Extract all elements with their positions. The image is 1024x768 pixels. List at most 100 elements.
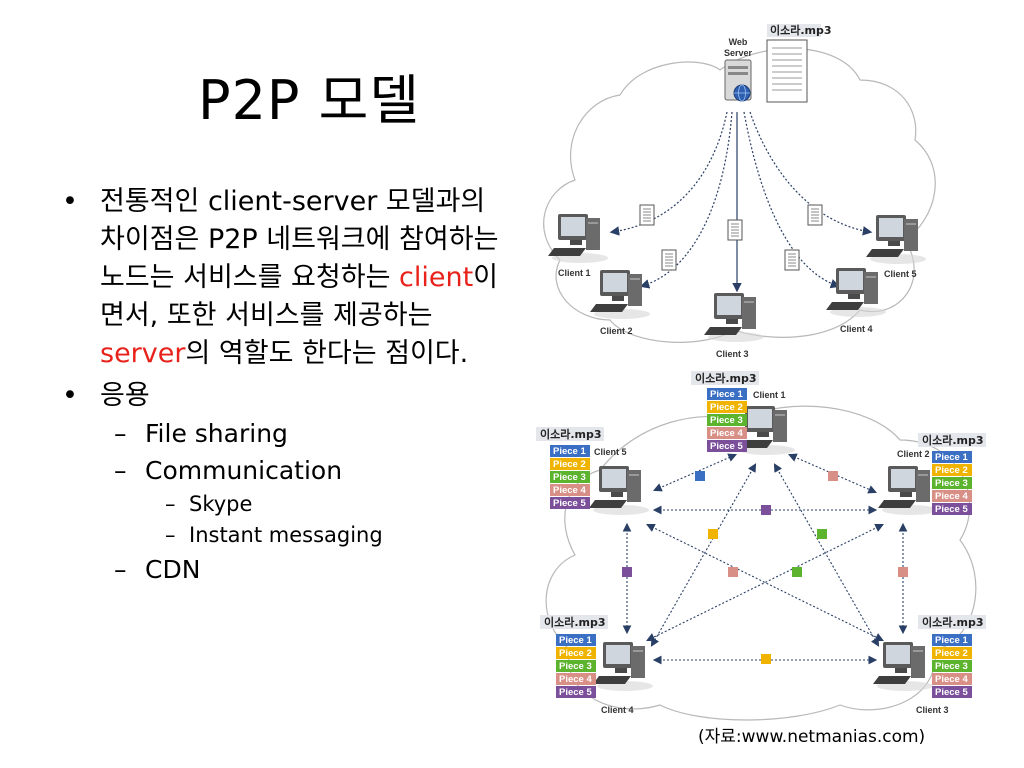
piece-4-tile xyxy=(556,673,596,685)
piece-5-tile xyxy=(932,686,972,698)
client-label: Client 4 xyxy=(601,705,634,715)
piece-2-tile xyxy=(932,464,972,476)
piece-3-label: Piece 3 xyxy=(710,415,743,426)
piece-3-label: Piece 3 xyxy=(553,472,586,483)
piece-stack: Piece 1 Piece 2 Piece 3 Piece 4 Piece 5 xyxy=(556,634,596,698)
piece-stack: Piece 1 Piece 2 Piece 3 Piece 4 Piece 5 xyxy=(932,451,972,515)
piece-1-tile xyxy=(707,388,747,400)
download-arrows xyxy=(609,111,873,289)
piece-3-tile xyxy=(556,660,596,672)
piece-4-label: Piece 4 xyxy=(710,428,743,439)
file-name-tag xyxy=(691,371,759,385)
file-name-tag xyxy=(918,433,986,447)
piece-1-tile xyxy=(556,634,596,646)
piece-2-tile xyxy=(707,401,747,413)
file-name: 이소라.mp3 xyxy=(695,371,757,385)
piece-1-tile xyxy=(932,451,972,463)
piece-3-tile xyxy=(932,477,972,489)
piece-1-label: Piece 1 xyxy=(710,389,743,400)
server-label: Server xyxy=(724,48,753,58)
file-name: 이소라.mp3 xyxy=(540,427,602,441)
piece-4-label: Piece 4 xyxy=(553,485,586,496)
piece-1-tile xyxy=(550,445,590,457)
document-icon xyxy=(807,204,823,226)
piece-square xyxy=(761,505,771,515)
computer-icon xyxy=(548,214,608,263)
web-server-icon xyxy=(724,59,752,102)
document-icon xyxy=(661,249,677,271)
piece-5-label: Piece 5 xyxy=(710,441,743,452)
file-name: 이소라.mp3 xyxy=(770,23,832,37)
piece-2-label: Piece 2 xyxy=(710,402,743,413)
computer-icon xyxy=(826,268,886,317)
p2p-diagram: Client 1 Client 2 Client 3 Client 4 Clie… xyxy=(536,371,986,721)
computer-icon xyxy=(878,466,938,515)
bullet-list: • 전통적인 client-server 모델과의 차이점은 P2P 네트워크에… xyxy=(62,183,502,588)
piece-5-tile xyxy=(556,686,596,698)
piece-stack: Piece 1 Piece 2 Piece 3 Piece 4 Piece 5 xyxy=(932,634,972,698)
piece-1-label: Piece 1 xyxy=(553,446,586,457)
client-label: Client 5 xyxy=(594,447,627,457)
piece-1-label: Piece 1 xyxy=(935,635,968,646)
file-name: 이소라.mp3 xyxy=(922,433,984,447)
computer-icon xyxy=(704,293,764,342)
piece-square xyxy=(817,529,827,539)
piece-stack: Piece 1 Piece 2 Piece 3 Piece 4 Piece 5 xyxy=(707,388,747,452)
computer-icon xyxy=(873,642,933,691)
piece-4-tile xyxy=(932,490,972,502)
document-icon xyxy=(766,39,808,103)
p2p-links xyxy=(622,453,908,665)
dash-icon: – xyxy=(114,555,127,584)
file-name-tag xyxy=(536,427,604,441)
bullet-dot-icon: • xyxy=(62,380,78,411)
piece-3-tile xyxy=(550,471,590,483)
sub-sub-item-skype: –Skype xyxy=(62,489,502,520)
piece-5-label: Piece 5 xyxy=(559,687,592,698)
piece-5-tile xyxy=(932,503,972,515)
client-label: Client 2 xyxy=(600,326,633,336)
piece-2-tile xyxy=(550,458,590,470)
computer-icon xyxy=(590,270,650,319)
piece-2-label: Piece 2 xyxy=(553,459,586,470)
file-name: 이소라.mp3 xyxy=(922,615,984,629)
bullet-text: 전통적인 client-server 모델과의 차이점은 P2P 네트워크에 참… xyxy=(100,186,499,293)
piece-2-tile xyxy=(932,647,972,659)
file-name-tag xyxy=(540,615,608,629)
sub-item-cdn: –CDN xyxy=(62,551,502,588)
highlight-server: server xyxy=(100,338,186,369)
piece-2-label: Piece 2 xyxy=(935,465,968,476)
piece-4-label: Piece 4 xyxy=(935,491,968,502)
bullet-label: 응용 xyxy=(100,380,150,411)
piece-square xyxy=(792,567,802,577)
piece-3-tile xyxy=(932,660,972,672)
sub-sub-item-instant-messaging: –Instant messaging xyxy=(62,520,502,551)
bullet-text: 이면서, 또한 서비스를 제공하는 xyxy=(100,262,499,331)
piece-5-label: Piece 5 xyxy=(553,498,586,509)
piece-3-label: Piece 3 xyxy=(935,661,968,672)
computer-icon xyxy=(589,466,649,515)
piece-stack: Piece 1 Piece 2 Piece 3 Piece 4 Piece 5 xyxy=(550,445,590,509)
bullet-item-applications: • 응용 xyxy=(62,377,502,415)
file-name-tag xyxy=(918,615,986,629)
piece-2-tile xyxy=(556,647,596,659)
dash-icon: – xyxy=(114,456,127,485)
client-label: Client 1 xyxy=(558,268,591,278)
piece-square xyxy=(622,567,632,577)
piece-2-label: Piece 2 xyxy=(935,648,968,659)
source-credit: (자료:www.netmanias.com) xyxy=(698,727,926,747)
document-icon xyxy=(639,204,655,226)
sub-item-communication: –Communication xyxy=(62,452,502,489)
piece-2-label: Piece 2 xyxy=(559,648,592,659)
dash-icon: – xyxy=(165,523,176,547)
client-label: Client 3 xyxy=(716,349,749,359)
piece-square xyxy=(708,529,718,539)
sub-item-file-sharing: –File sharing xyxy=(62,415,502,452)
piece-3-label: Piece 3 xyxy=(559,661,592,672)
dash-icon: – xyxy=(165,492,176,516)
client-label: Client 2 xyxy=(897,449,930,459)
document-icon xyxy=(727,219,743,241)
piece-1-label: Piece 1 xyxy=(935,452,968,463)
computer-icon xyxy=(593,642,653,691)
bullet-dot-icon: • xyxy=(62,186,78,217)
